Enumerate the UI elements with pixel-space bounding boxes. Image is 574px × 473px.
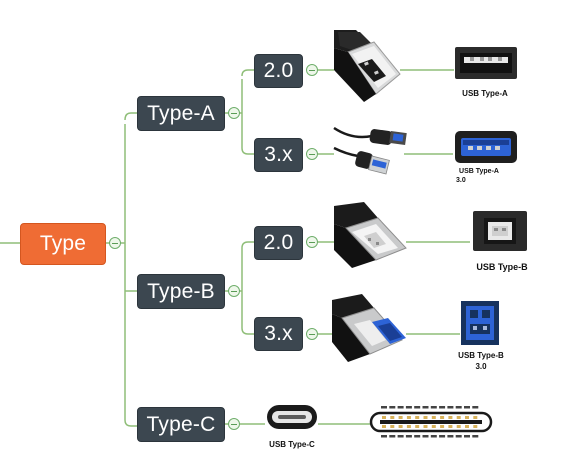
pinout-label-mark bbox=[439, 435, 446, 438]
usb-type-a-3-x-cable-image bbox=[333, 126, 407, 175]
pinout-label-mark bbox=[464, 406, 470, 409]
pinout-contact bbox=[415, 425, 420, 428]
caption-line-1: USB Type-A bbox=[459, 168, 499, 175]
pinout-label-mark bbox=[381, 406, 387, 409]
pinout-contact bbox=[448, 416, 453, 419]
pinout-contact bbox=[398, 425, 403, 428]
pinout-label-mark bbox=[414, 435, 421, 438]
branch-node-type-b[interactable]: Type-B bbox=[137, 274, 225, 309]
pinout-contact bbox=[398, 416, 403, 419]
pinout-contact bbox=[382, 425, 386, 428]
pinout-contact bbox=[456, 416, 461, 419]
pinout-contact bbox=[440, 416, 445, 419]
version-node-type-a-2-0[interactable]: 2.0 bbox=[254, 54, 303, 88]
caption-usb-type-b: USB Type-B bbox=[476, 262, 528, 272]
pinout-contact bbox=[390, 416, 395, 419]
caption-usb-type-c: USB Type-C bbox=[269, 440, 315, 449]
collapse-toggle-type-c[interactable] bbox=[228, 418, 240, 430]
version-node-type-a-3-x[interactable]: 3.x bbox=[254, 138, 303, 172]
collapse-toggle-type-a[interactable] bbox=[228, 107, 240, 119]
branch-node-label: Type-B bbox=[147, 279, 215, 303]
pinout-label-mark bbox=[472, 406, 479, 409]
branch-node-type-a[interactable]: Type-A bbox=[137, 96, 225, 131]
usb-type-a-2-0-plug-image bbox=[334, 30, 401, 102]
pinout-label-mark bbox=[430, 435, 437, 438]
collapse-toggle-type-b-2-0[interactable] bbox=[306, 236, 318, 248]
caption-line-2: 3.0 bbox=[475, 362, 487, 371]
root-node-label: Type bbox=[39, 232, 87, 255]
usb-type-b-receptacle-icon bbox=[473, 211, 527, 251]
usb-type-c-receptacle-icon bbox=[267, 405, 317, 429]
usb-type-c-pinout-image bbox=[369, 403, 493, 438]
branch-node-label: Type-C bbox=[146, 412, 216, 436]
version-node-type-b-3-x[interactable]: 3.x bbox=[254, 317, 303, 351]
collapse-toggle-type-a-2-0[interactable] bbox=[306, 64, 318, 76]
collapse-toggle-type-a-3-x[interactable] bbox=[306, 148, 318, 160]
caption-usb-type-a-3-0: USB Type-A 3.0 bbox=[444, 167, 514, 185]
version-node-label: 3.x bbox=[264, 322, 293, 345]
usb-type-b-3-x-plug-image bbox=[332, 294, 406, 362]
pinout-contact bbox=[473, 416, 478, 419]
pinout-label-mark bbox=[464, 435, 470, 438]
pinout-label-mark bbox=[447, 435, 454, 438]
pinout-contact bbox=[431, 416, 436, 419]
pinout-label-mark bbox=[430, 406, 437, 409]
version-node-type-b-2-0[interactable]: 2.0 bbox=[254, 226, 303, 260]
collapse-toggle-type-b-3-x[interactable] bbox=[306, 328, 318, 340]
caption-line-2: 3.0 bbox=[456, 177, 466, 184]
pinout-contact bbox=[465, 416, 469, 419]
pinout-label-mark bbox=[422, 406, 429, 409]
pinout-label-mark bbox=[389, 435, 396, 438]
pinout-contact bbox=[390, 425, 395, 428]
caption-usb-type-a: USB Type-A bbox=[462, 89, 508, 98]
collapse-toggle-type-b[interactable] bbox=[228, 285, 240, 297]
version-node-label: 2.0 bbox=[263, 59, 294, 82]
version-node-label: 3.x bbox=[264, 143, 293, 166]
usb-type-a-3-0-receptacle-icon bbox=[455, 131, 517, 163]
caption-usb-type-b-3-0: USB Type-B 3.0 bbox=[446, 350, 516, 372]
pinout-label-mark bbox=[455, 435, 462, 438]
pinout-contact bbox=[465, 425, 469, 428]
root-node-type[interactable]: Type bbox=[20, 223, 106, 265]
pinout-contact bbox=[423, 425, 428, 428]
pinout-label-mark bbox=[422, 435, 429, 438]
pinout-contact bbox=[431, 425, 436, 428]
pinout-label-mark bbox=[447, 406, 454, 409]
pinout-contact bbox=[456, 425, 461, 428]
pinout-label-mark bbox=[405, 406, 412, 409]
branch-node-type-c[interactable]: Type-C bbox=[137, 407, 225, 442]
usb-type-b-2-0-plug-image bbox=[334, 202, 407, 268]
version-node-label: 2.0 bbox=[263, 231, 294, 254]
pinout-contact bbox=[415, 416, 420, 419]
pinout-label-mark bbox=[414, 406, 421, 409]
branch-node-label: Type-A bbox=[147, 101, 215, 125]
pinout-label-mark bbox=[389, 406, 396, 409]
pinout-label-mark bbox=[381, 435, 387, 438]
pinout-contact bbox=[406, 416, 411, 419]
pinout-label-mark bbox=[455, 406, 462, 409]
pinout-label-mark bbox=[397, 435, 404, 438]
usb-type-b-3-0-receptacle-icon bbox=[461, 301, 499, 345]
pinout-label-mark bbox=[439, 406, 446, 409]
pinout-contact bbox=[440, 425, 445, 428]
pinout-label-mark bbox=[405, 435, 412, 438]
pinout-contact bbox=[406, 425, 411, 428]
pinout-contact bbox=[423, 416, 428, 419]
pinout-contact bbox=[382, 416, 386, 419]
pinout-contact bbox=[448, 425, 453, 428]
caption-line-1: USB Type-B bbox=[458, 351, 504, 360]
pinout-contact bbox=[473, 425, 478, 428]
usb-type-a-receptacle-icon bbox=[455, 47, 517, 79]
pinout-label-mark bbox=[397, 406, 404, 409]
pinout-label-mark bbox=[472, 435, 479, 438]
collapse-toggle-root[interactable] bbox=[109, 237, 121, 249]
